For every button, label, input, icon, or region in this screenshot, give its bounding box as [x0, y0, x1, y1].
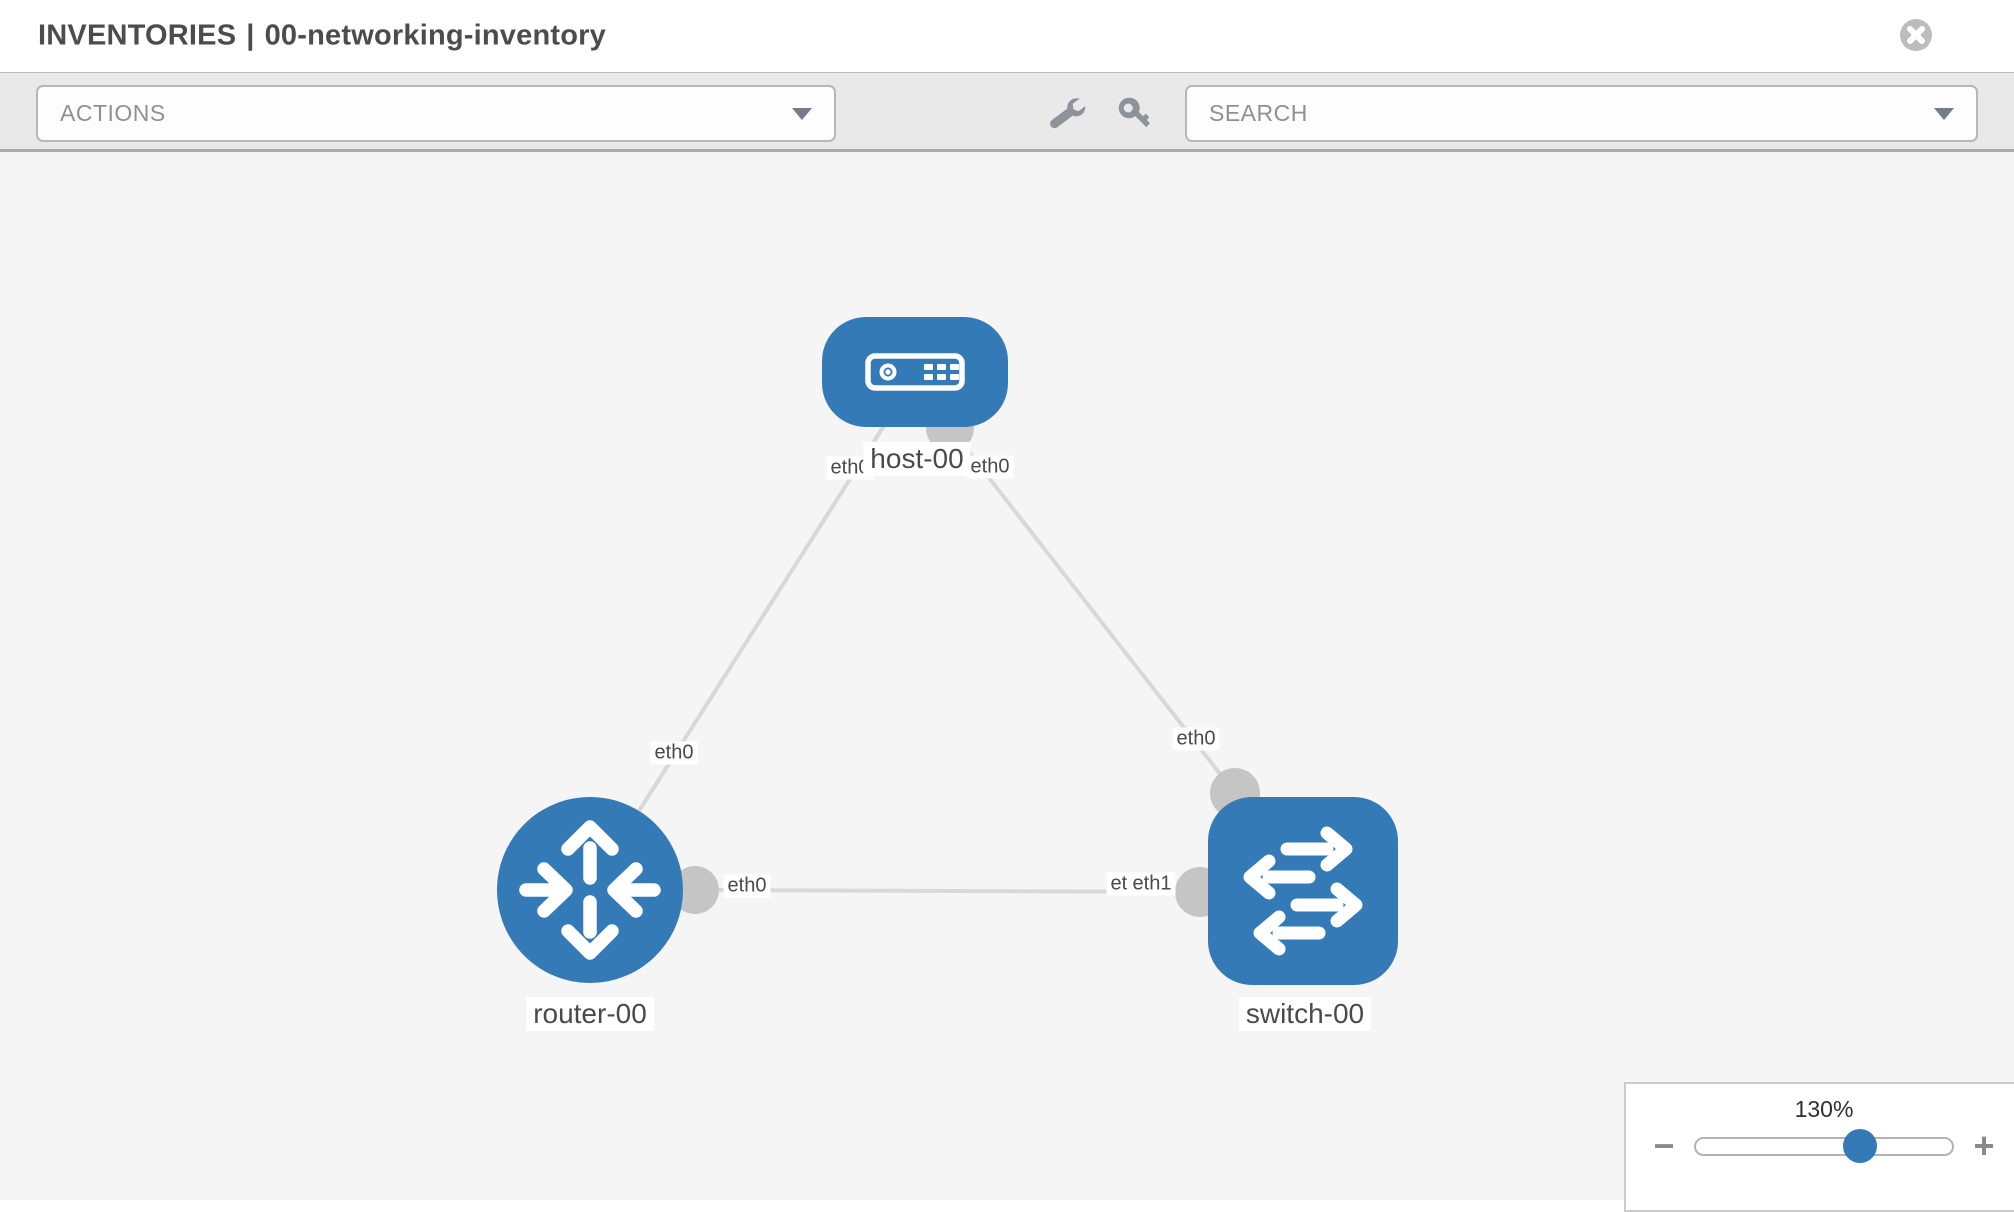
breadcrumb-separator: |	[246, 19, 255, 52]
actions-dropdown-label: ACTIONS	[60, 100, 166, 126]
page-header: INVENTORIES | 00-networking-inventory	[0, 0, 2014, 72]
x-circle-icon	[1900, 19, 1932, 51]
toolbar: ACTIONS SEARCH	[0, 72, 2014, 152]
zoom-level: 130%	[1794, 1096, 1854, 1122]
key-icon	[1118, 97, 1151, 127]
switch-arrows-icon	[1243, 826, 1363, 956]
node-host-00[interactable]	[822, 317, 1008, 427]
page-title: INVENTORIES | 00-networking-inventory	[38, 20, 606, 53]
zoom-slider-thumb[interactable]	[1842, 1129, 1877, 1163]
node-router-00[interactable]	[497, 797, 683, 983]
edge-host-00-switch-00	[948, 426, 1237, 795]
key-button[interactable]	[1113, 93, 1157, 137]
chevron-down-icon	[1934, 107, 1954, 120]
breadcrumb-section: INVENTORIES	[38, 19, 237, 52]
zoom-panel: 130% − +	[1624, 1082, 2014, 1212]
port-circle-router-00	[671, 866, 719, 914]
edge-host-00-router-00	[637, 422, 887, 813]
topology-graph	[497, 317, 1398, 985]
close-button[interactable]	[1899, 18, 1933, 52]
zoom-out-button[interactable]: −	[1646, 1128, 1682, 1164]
actions-dropdown[interactable]: ACTIONS	[36, 85, 836, 142]
router-arrows-icon	[519, 820, 661, 960]
zoom-in-button[interactable]: +	[1966, 1128, 2002, 1164]
edge-router-00-switch-00	[694, 888, 1201, 894]
breadcrumb-inventory-name: 00-networking-inventory	[264, 19, 606, 52]
wrench-icon	[1050, 97, 1086, 128]
wrench-button[interactable]	[1046, 93, 1090, 137]
search-placeholder: SEARCH	[1209, 100, 1308, 126]
node-switch-00[interactable]	[1208, 797, 1398, 985]
search-dropdown[interactable]: SEARCH	[1185, 85, 1978, 142]
server-icon	[865, 353, 965, 391]
chevron-down-icon	[792, 107, 812, 120]
zoom-slider[interactable]	[1694, 1129, 1954, 1163]
